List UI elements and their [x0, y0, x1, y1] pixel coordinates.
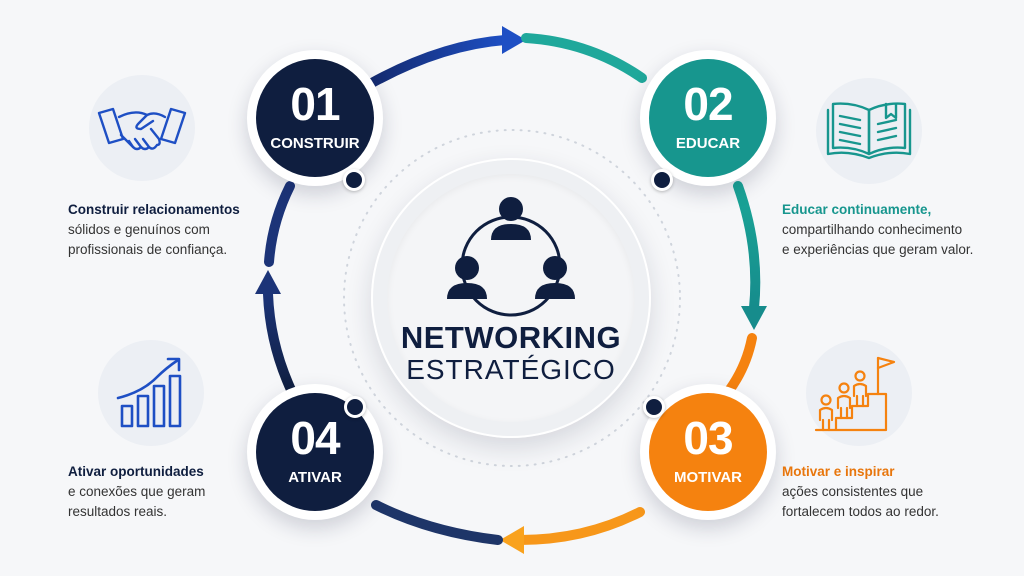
handshake-icon — [89, 75, 195, 181]
arrow-arc-ativar-to-construir — [263, 289, 297, 397]
dotted-guide-ring — [343, 129, 681, 467]
step-node-fill: 01 CONSTRUIR — [256, 59, 374, 177]
arrow-head-top — [502, 26, 526, 54]
arrow-arc-construir-to-educar — [365, 35, 510, 89]
step-number: 02 — [683, 78, 733, 130]
step-label: CONSTRUIR — [270, 135, 360, 152]
connector-dot — [343, 169, 365, 191]
step-node-construir: 01 CONSTRUIR — [247, 50, 383, 191]
step-number: 04 — [290, 412, 340, 464]
connector-dot — [651, 169, 673, 191]
description-line: sólidos e genuínos com — [68, 222, 210, 237]
description-line: compartilhando conhecimento — [782, 222, 963, 237]
step-node-ativar: 04 ATIVAR — [247, 384, 383, 520]
description-heading: Construir relacionamentos — [68, 202, 240, 217]
arrow-arc-top-teal — [521, 33, 647, 83]
description-line: e conexões que geram — [68, 484, 206, 499]
description-line: resultados reais. — [68, 504, 168, 519]
people-network-icon — [447, 197, 575, 317]
step-node-motivar: 03 MOTIVAR — [640, 384, 776, 520]
description-line: fortalecem todos ao redor. — [782, 504, 939, 519]
step-label: ATIVAR — [288, 469, 342, 486]
arrow-head-right — [741, 306, 767, 330]
arrow-arc-left-upper — [264, 181, 295, 267]
arrow-arc-bottom-navy — [371, 500, 503, 545]
connector-dot — [344, 396, 366, 418]
open-book-icon — [816, 78, 922, 184]
description-heading: Educar continuamente, — [782, 202, 932, 217]
description-line: e experiências que geram valor. — [782, 242, 974, 257]
arrow-head-left — [255, 270, 281, 294]
description-ativar: Ativar oportunidades e conexões que gera… — [68, 462, 268, 522]
step-node-fill: 03 MOTIVAR — [649, 393, 767, 511]
description-construir: Construir relacionamentos sólidos e genu… — [68, 200, 268, 260]
step-number: 01 — [290, 78, 340, 130]
description-heading: Ativar oportunidades — [68, 464, 204, 479]
arrow-head-bottom — [500, 526, 524, 554]
step-number: 03 — [683, 412, 733, 464]
team-flag-icon — [806, 340, 912, 446]
arrow-arc-right-orange — [723, 333, 757, 397]
step-node-educar: 02 EDUCAR — [640, 50, 776, 191]
center-subtitle: ESTRATÉGICO — [406, 354, 616, 385]
arrow-arc-educar-to-motivar — [733, 181, 761, 313]
description-motivar: Motivar e inspirar ações consistentes qu… — [782, 462, 1002, 522]
step-label: EDUCAR — [675, 135, 741, 152]
growth-chart-icon — [98, 340, 204, 446]
step-node-fill: 02 EDUCAR — [649, 59, 767, 177]
arrow-arc-motivar-to-ativar — [515, 507, 645, 545]
connector-dot — [643, 396, 665, 418]
center-hub: NETWORKING ESTRATÉGICO — [371, 158, 651, 438]
description-line: ações consistentes que — [782, 484, 924, 499]
center-title: NETWORKING — [400, 320, 622, 355]
description-heading: Motivar e inspirar — [782, 464, 895, 479]
step-label: MOTIVAR — [673, 469, 743, 486]
description-line: profissionais de confiança. — [68, 242, 228, 257]
description-educar: Educar continuamente, compartilhando con… — [782, 200, 1002, 260]
